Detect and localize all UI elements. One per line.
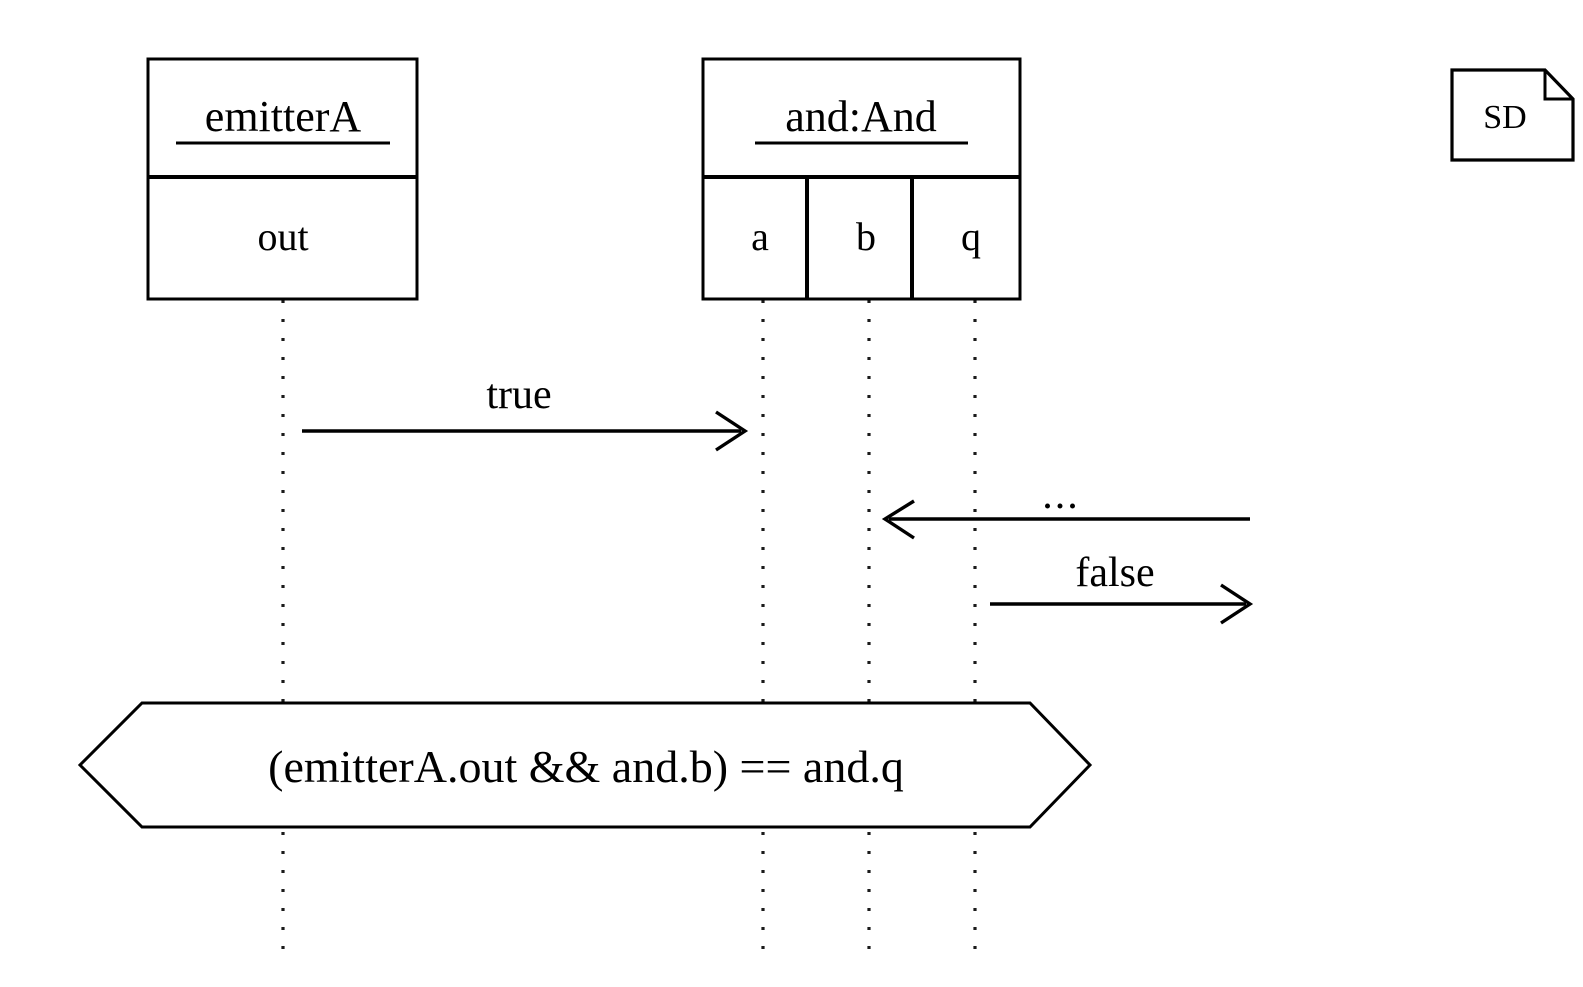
message-ellipsis[interactable]: ... [881, 472, 1250, 540]
message-ellipsis-label: ... [1042, 472, 1080, 518]
message-true-label: true [486, 372, 551, 418]
lifeline-lines [281, 300, 977, 965]
sd-label: SD [1483, 99, 1526, 136]
constraint-block[interactable]: (emitterA.out && and.b) == and.q [77, 701, 1093, 829]
lifeline-head-emitterA[interactable]: emitterA out [146, 57, 419, 301]
emitterA-port-out-label: out [257, 214, 308, 259]
constraint-text: (emitterA.out && and.b) == and.q [268, 741, 904, 792]
message-true-arrowhead-icon [715, 410, 749, 452]
lifeline-head-and[interactable]: and:And a b q [701, 57, 1022, 301]
emitterA-port-compartment [146, 175, 419, 301]
and-name-compartment [701, 57, 1022, 179]
message-false-label: false [1075, 550, 1154, 596]
note-fold-icon [1543, 70, 1573, 101]
sd-frame-note[interactable]: SD [1450, 68, 1575, 162]
and-port-compartments [701, 175, 1022, 301]
constraint-hexagon-shape [77, 701, 1093, 829]
message-ellipsis-arrowhead-icon [881, 499, 915, 540]
message-false[interactable]: false [990, 550, 1254, 625]
and-name-label: and:And [785, 92, 937, 141]
and-port-q-label: q [961, 214, 981, 259]
and-port-b-label: b [856, 214, 876, 259]
emitterA-name-label: emitterA [205, 92, 362, 141]
message-true[interactable]: true [302, 372, 749, 452]
message-false-arrowhead-icon [1220, 583, 1254, 625]
emitterA-name-compartment [146, 57, 419, 179]
note-shape-icon [1450, 68, 1575, 162]
and-port-a-label: a [751, 214, 769, 259]
